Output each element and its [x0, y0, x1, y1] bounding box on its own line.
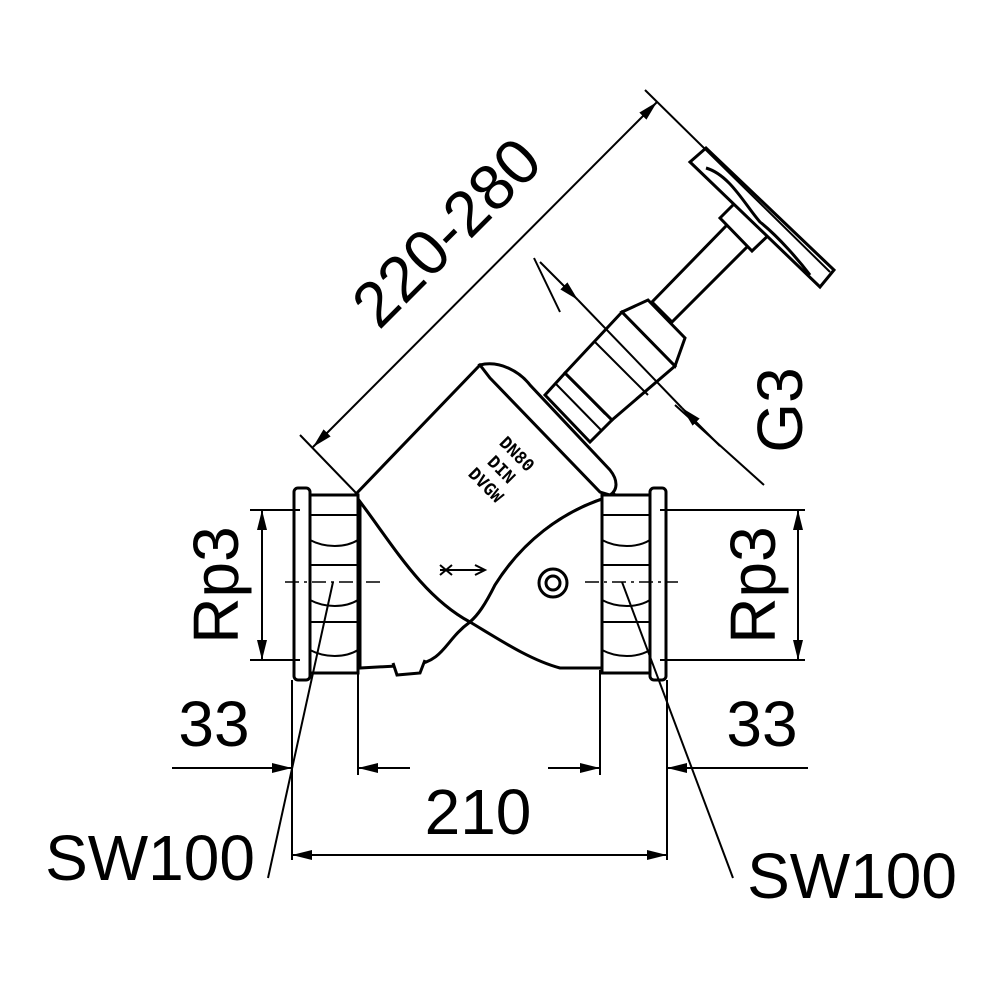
- outlet-thread-value: Rp3: [717, 526, 789, 643]
- inlet-wrench-size-value: SW100: [45, 822, 255, 894]
- inlet-length-dimension: 33: [172, 688, 410, 773]
- overall-height-value: 220-280: [338, 124, 555, 341]
- stem-thread-value: G3: [744, 367, 816, 452]
- outlet-length-value: 33: [726, 688, 797, 760]
- outlet-wrench-size-callout: SW100: [621, 581, 957, 912]
- face-to-face-dimension: 210: [292, 776, 667, 860]
- outlet-end-connection: [600, 486, 668, 682]
- outlet-wrench-size-value: SW100: [747, 840, 957, 912]
- face-to-face-value: 210: [425, 776, 532, 848]
- inlet-wrench-size-callout: SW100: [45, 581, 334, 894]
- outlet-thread-dimension: Rp3: [660, 509, 805, 661]
- inlet-end-connection: [292, 486, 360, 682]
- outlet-length-dimension: 33: [548, 688, 808, 773]
- stem-thread-dimension: G3: [533, 257, 816, 486]
- inlet-thread-value: Rp3: [180, 526, 252, 643]
- inlet-thread-dimension: Rp3: [180, 509, 300, 661]
- inlet-length-value: 33: [178, 688, 249, 760]
